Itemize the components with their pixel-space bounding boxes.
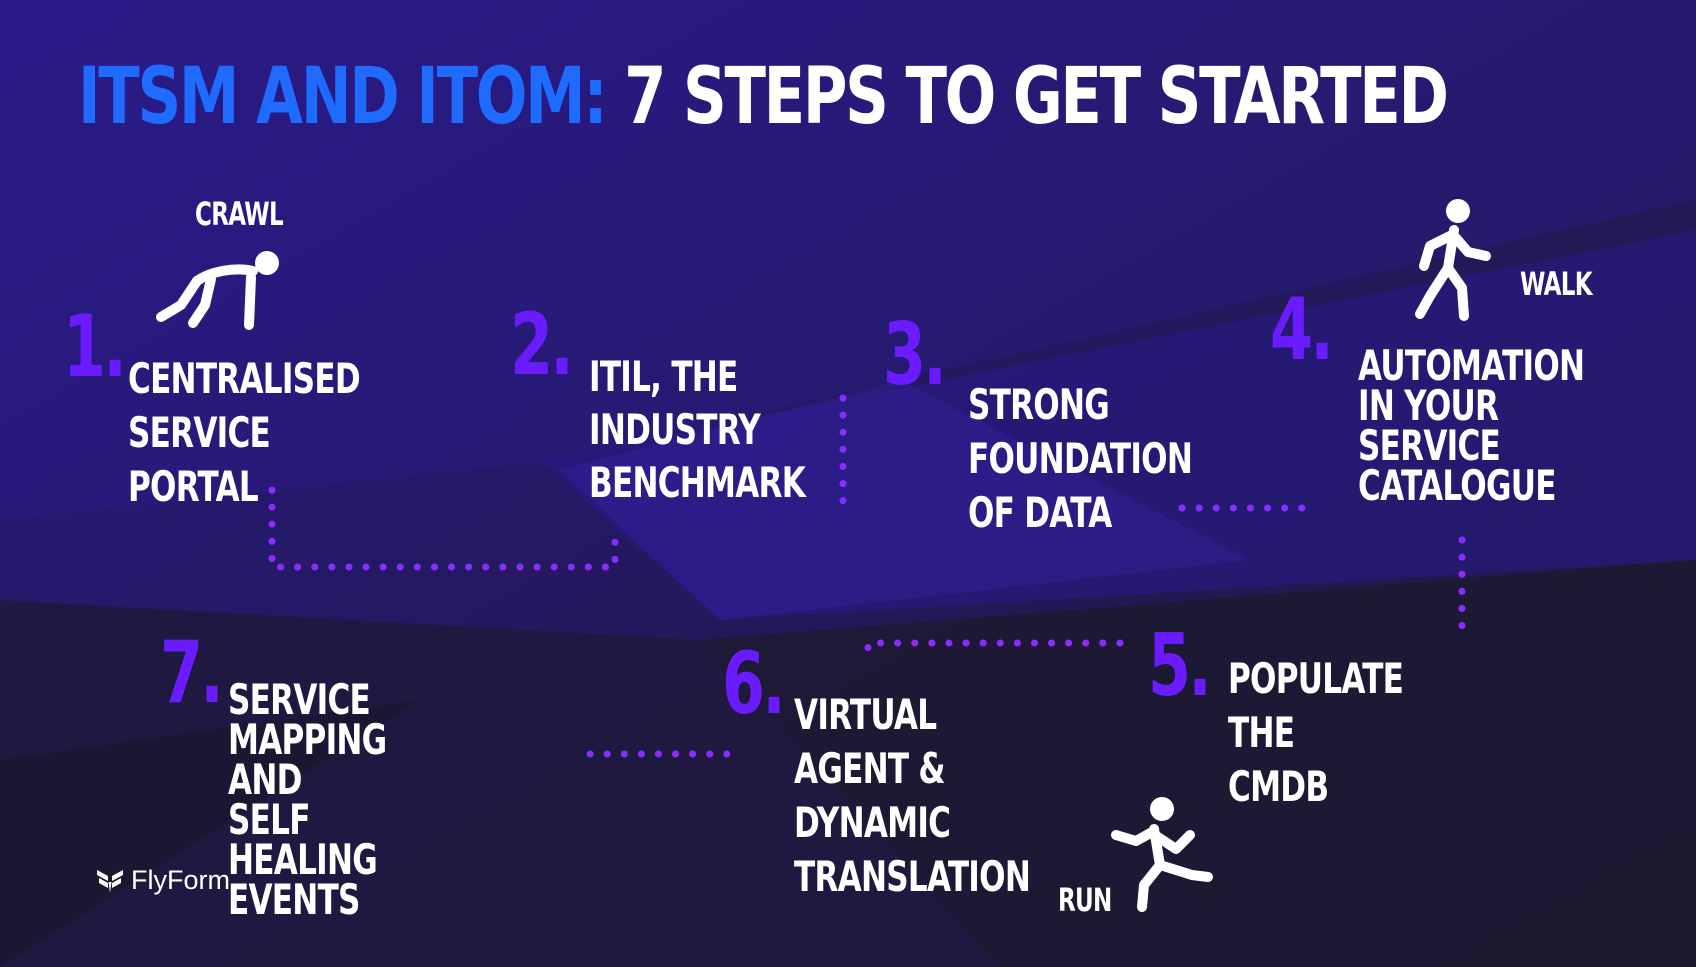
- step-label: POPULATE THE CMDB: [1228, 654, 1404, 811]
- crawl-figure-icon: [156, 251, 279, 330]
- step-label: STRONG FOUNDATION OF DATA: [968, 380, 1193, 537]
- title-rest: 7 STEPS TO GET STARTED: [624, 52, 1449, 142]
- walk-figure-icon: [1415, 199, 1491, 321]
- step-number: 3.: [883, 305, 947, 405]
- title-highlight: ITSM AND ITOM:: [78, 52, 608, 142]
- step-number: 5.: [1148, 616, 1212, 716]
- step-label: VIRTUAL AGENT & DYNAMIC TRANSLATION: [794, 690, 1031, 901]
- step-label: SERVICE MAPPING AND SELF HEALING EVENTS: [228, 675, 387, 924]
- step-number: 1.: [63, 297, 127, 397]
- stage-label-run: RUN: [1058, 881, 1112, 919]
- step-number: 2.: [510, 295, 574, 395]
- step-label: ITIL, THE INDUSTRY BENCHMARK: [589, 352, 806, 507]
- step-label: CENTRALISED SERVICE PORTAL: [128, 354, 361, 511]
- flyform-logo: FlyForm: [95, 865, 230, 896]
- brand-name: FlyForm: [131, 865, 230, 895]
- step-number: 6.: [722, 634, 786, 734]
- run-figure-icon: [1111, 797, 1213, 912]
- page-title: ITSM AND ITOM: 7 STEPS TO GET STARTED: [78, 58, 1449, 136]
- stage-label-walk: WALK: [1520, 265, 1593, 303]
- stage-label-crawl: CRAWL: [195, 195, 284, 233]
- step-number: 4.: [1270, 280, 1334, 380]
- step-number: 7.: [160, 623, 224, 723]
- flyform-logo-icon: [97, 869, 123, 893]
- step-label: AUTOMATION IN YOUR SERVICE CATALOGUE: [1358, 341, 1585, 510]
